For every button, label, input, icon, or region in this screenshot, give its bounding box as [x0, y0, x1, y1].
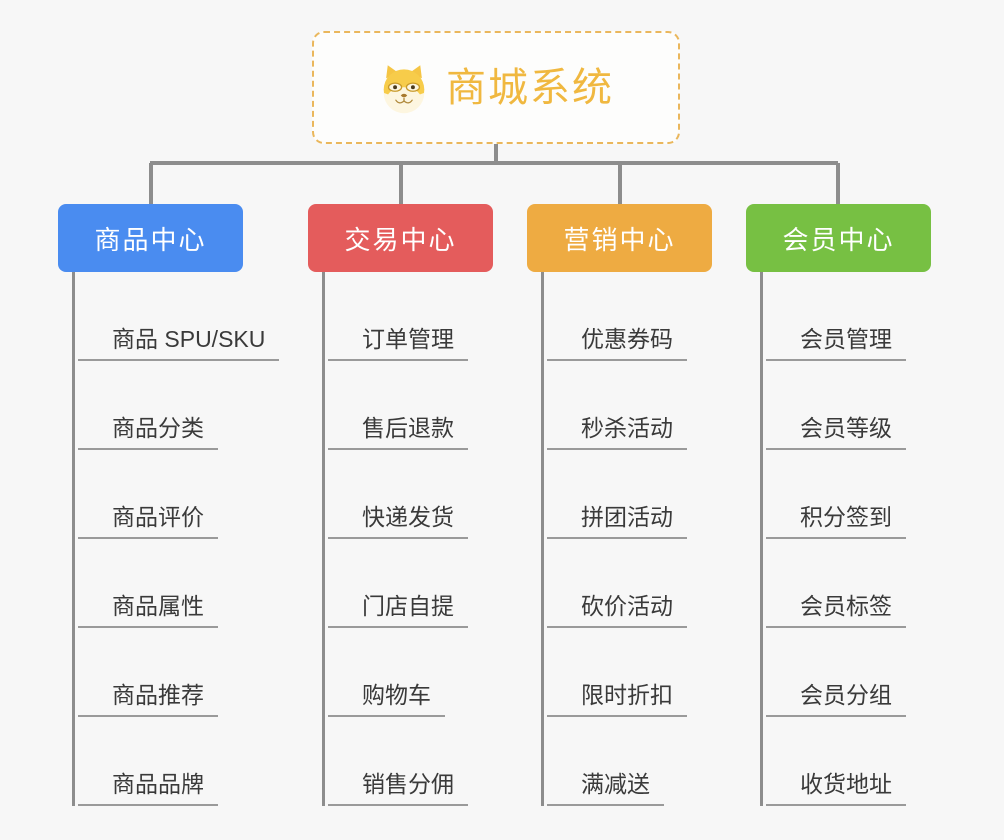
list-item[interactable]: 会员分组	[760, 628, 931, 717]
leaf-label: 商品属性	[78, 593, 218, 628]
list-item[interactable]: 商品品牌	[72, 717, 279, 806]
list-item[interactable]: 门店自提	[322, 539, 493, 628]
leaf-label: 门店自提	[328, 593, 468, 628]
leaf-label: 会员分组	[766, 682, 906, 717]
list-item[interactable]: 限时折扣	[541, 628, 712, 717]
category-label: 商品中心	[94, 224, 207, 255]
list-item[interactable]: 快递发货	[322, 450, 493, 539]
list-item[interactable]: 优惠券码	[541, 272, 712, 361]
list-item[interactable]: 满减送	[541, 717, 712, 806]
column-product-center: 商品中心 商品 SPU/SKU 商品分类 商品评价 商品属性 商品推荐 商品品牌	[58, 204, 280, 806]
leaf-list-product-center: 商品 SPU/SKU 商品分类 商品评价 商品属性 商品推荐 商品品牌	[72, 272, 280, 806]
list-item[interactable]: 商品 SPU/SKU	[72, 272, 280, 361]
leaf-label: 售后退款	[328, 415, 468, 450]
category-label: 营销中心	[563, 224, 676, 255]
column-marketing-center: 营销中心 优惠券码 秒杀活动 拼团活动 砍价活动 限时折扣 满减送	[527, 204, 712, 806]
leaf-label: 购物车	[328, 682, 445, 717]
leaf-label: 商品 SPU/SKU	[78, 326, 280, 361]
category-label: 交易中心	[344, 224, 457, 255]
shiba-dog-face-icon	[378, 62, 430, 114]
list-item[interactable]: 秒杀活动	[541, 361, 712, 450]
list-item[interactable]: 订单管理	[322, 272, 493, 361]
category-label: 会员中心	[782, 224, 895, 255]
leaf-label: 优惠券码	[547, 326, 687, 361]
leaf-list-member-center: 会员管理 会员等级 积分签到 会员标签 会员分组 收货地址	[760, 272, 931, 806]
root-node[interactable]: 商城系统	[312, 31, 680, 144]
list-item[interactable]: 销售分佣	[322, 717, 493, 806]
list-item[interactable]: 收货地址	[760, 717, 931, 806]
leaf-label: 商品品牌	[78, 771, 218, 806]
leaf-label: 满减送	[547, 771, 664, 806]
leaf-label: 收货地址	[766, 771, 906, 806]
leaf-label: 商品评价	[78, 504, 218, 539]
leaf-label: 积分签到	[766, 504, 906, 539]
list-item[interactable]: 砍价活动	[541, 539, 712, 628]
category-header-marketing-center[interactable]: 营销中心	[527, 204, 712, 272]
category-header-product-center[interactable]: 商品中心	[58, 204, 243, 272]
list-item[interactable]: 购物车	[322, 628, 493, 717]
leaf-label: 订单管理	[328, 326, 468, 361]
leaf-label: 销售分佣	[328, 771, 468, 806]
list-item[interactable]: 积分签到	[760, 450, 931, 539]
leaf-label: 拼团活动	[547, 504, 687, 539]
column-trade-center: 交易中心 订单管理 售后退款 快递发货 门店自提 购物车 销售分佣	[308, 204, 493, 806]
leaf-label: 快递发货	[328, 504, 468, 539]
list-item[interactable]: 商品属性	[72, 539, 279, 628]
list-item[interactable]: 拼团活动	[541, 450, 712, 539]
leaf-label: 会员等级	[766, 415, 906, 450]
column-member-center: 会员中心 会员管理 会员等级 积分签到 会员标签 会员分组 收货地址	[746, 204, 931, 806]
leaf-list-trade-center: 订单管理 售后退款 快递发货 门店自提 购物车 销售分佣	[322, 272, 493, 806]
leaf-label: 商品分类	[78, 415, 218, 450]
leaf-label: 限时折扣	[547, 682, 687, 717]
list-item[interactable]: 商品评价	[72, 450, 279, 539]
list-item[interactable]: 会员标签	[760, 539, 931, 628]
leaf-label: 会员管理	[766, 326, 906, 361]
list-item[interactable]: 会员等级	[760, 361, 931, 450]
list-item[interactable]: 商品分类	[72, 361, 279, 450]
list-item[interactable]: 会员管理	[760, 272, 931, 361]
category-header-member-center[interactable]: 会员中心	[746, 204, 931, 272]
root-title: 商城系统	[446, 65, 614, 110]
leaf-label: 会员标签	[766, 593, 906, 628]
leaf-label: 砍价活动	[547, 593, 687, 628]
category-header-trade-center[interactable]: 交易中心	[308, 204, 493, 272]
leaf-list-marketing-center: 优惠券码 秒杀活动 拼团活动 砍价活动 限时折扣 满减送	[541, 272, 712, 806]
list-item[interactable]: 售后退款	[322, 361, 493, 450]
leaf-label: 商品推荐	[78, 682, 218, 717]
list-item[interactable]: 商品推荐	[72, 628, 279, 717]
leaf-label: 秒杀活动	[547, 415, 687, 450]
